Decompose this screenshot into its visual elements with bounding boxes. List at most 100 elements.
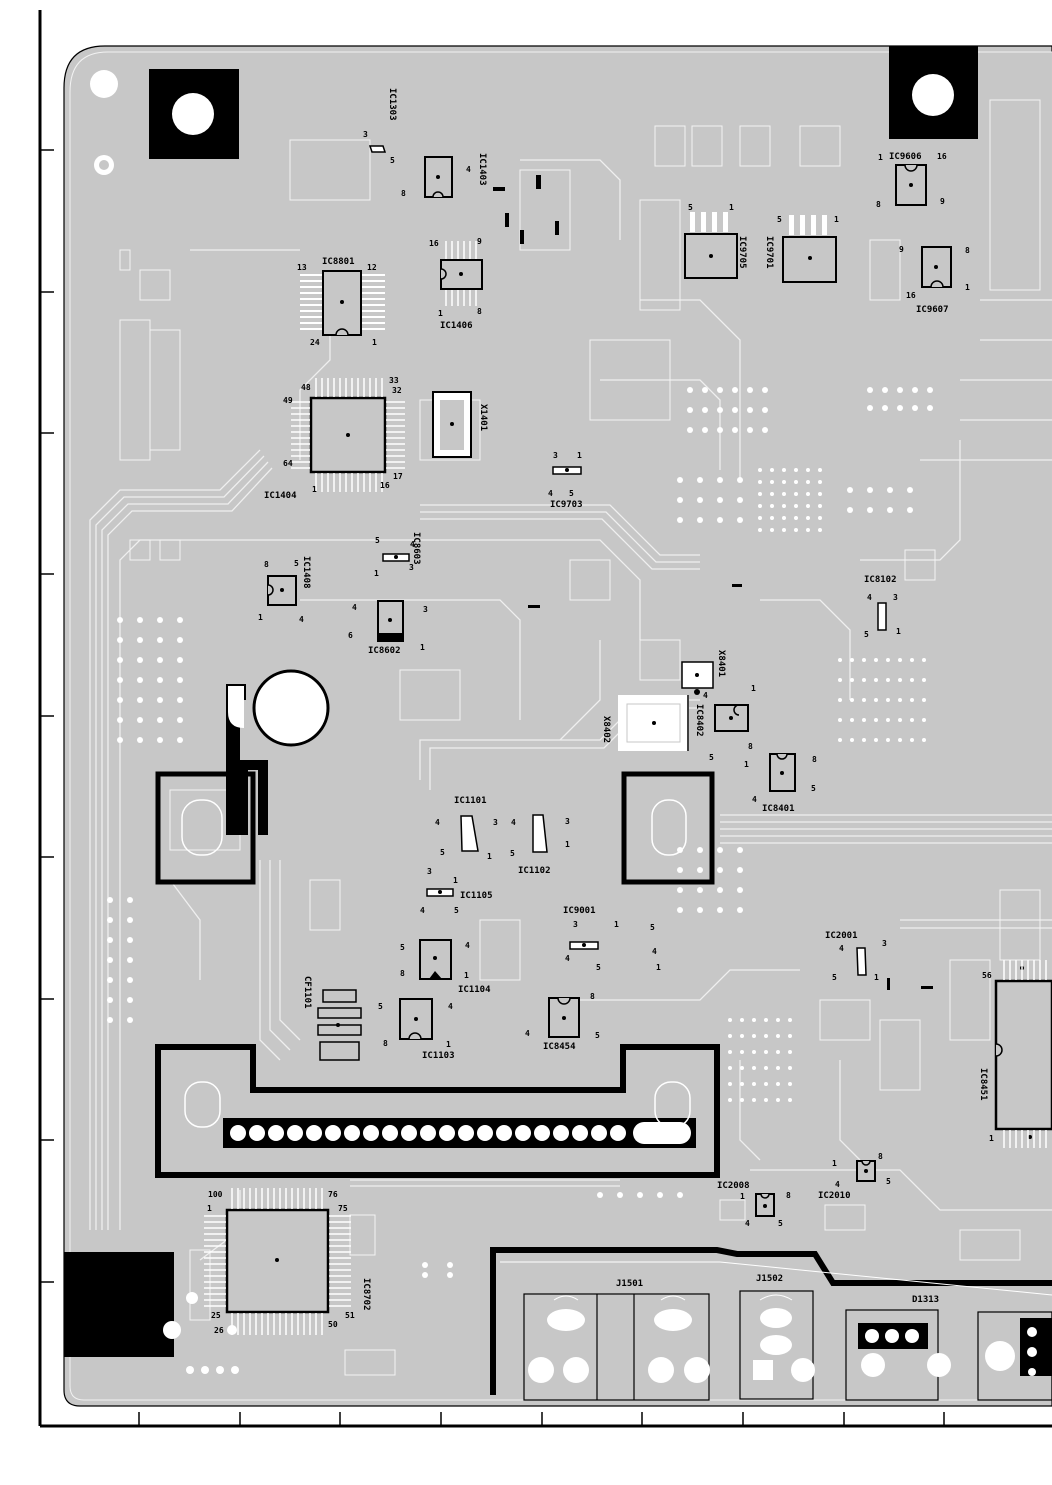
pin-number: 1 <box>740 1192 745 1201</box>
pin-number: 3 <box>553 451 558 460</box>
pin-number: 3 <box>409 563 414 572</box>
pin-number: 1 <box>751 684 756 693</box>
pin-number: 5 <box>832 973 837 982</box>
label-ic1303: IC1303 <box>387 88 397 121</box>
pin-number: 3 <box>893 593 898 602</box>
pin-number: 4 <box>867 593 872 602</box>
label-ic9701: IC9701 <box>764 236 774 269</box>
ic-ic9001 <box>569 941 599 950</box>
label-ic1101: IC1101 <box>454 796 487 806</box>
ic-ic2010 <box>856 1160 876 1182</box>
pin-number: 3 <box>363 130 368 139</box>
ic-ic1403 <box>424 156 453 198</box>
ic-ic1105 <box>426 888 454 897</box>
pin-number: 5 <box>375 536 380 545</box>
ic-ic1101 <box>460 815 479 852</box>
pin-number: 5 <box>510 849 515 858</box>
label-d1313: D1313 <box>912 1295 939 1305</box>
mounting-pads <box>64 46 978 1357</box>
pin-number: 24 <box>310 338 320 347</box>
pin-number: 8 <box>812 755 817 764</box>
jack-j1501 <box>523 1293 710 1401</box>
pin-number: 26 <box>214 1326 224 1335</box>
ic-ic1408 <box>267 575 297 606</box>
ic-ic8402 <box>714 704 749 732</box>
label-x8401: X8401 <box>716 650 726 677</box>
pin-number: 4 <box>435 818 440 827</box>
pin-number: 8 <box>878 1152 883 1161</box>
pin-number: 8 <box>477 307 482 316</box>
pin-number: 1 <box>656 963 661 972</box>
pin-number: 8 <box>876 200 881 209</box>
ic-ic1103 <box>399 998 433 1040</box>
ic-ic8602 <box>377 600 404 642</box>
pin-number: 5 <box>688 203 693 212</box>
pin-number: 1 <box>874 973 879 982</box>
pin-number: 8 <box>786 1191 791 1200</box>
label-ic8602: IC8602 <box>368 646 401 656</box>
label-ic1406: IC1406 <box>440 321 473 331</box>
pin-number: 1 <box>207 1204 212 1213</box>
pin-number: 4 <box>548 489 553 498</box>
ic-ic8454 <box>548 997 580 1038</box>
pin-number: 1 <box>577 451 582 460</box>
pin-number: 4 <box>745 1219 750 1228</box>
ic-ic8603 <box>382 553 410 562</box>
pin-number: 5 <box>378 1002 383 1011</box>
pin-number: 4 <box>420 906 425 915</box>
pin-number: 5 <box>596 963 601 972</box>
label-ic8702: IC8702 <box>361 1278 371 1311</box>
pin-number: 4 <box>835 1180 840 1189</box>
crystal-x8401 <box>681 661 714 695</box>
pin-number: 51 <box>345 1311 355 1320</box>
ic-ic8401 <box>769 753 796 792</box>
pin-number: 16 <box>380 481 390 490</box>
pin-number: 1 <box>374 569 379 578</box>
ic-ic9701 <box>782 215 837 283</box>
pin-number: 1 <box>446 1040 451 1049</box>
ic-ic9705 <box>684 212 738 279</box>
smd-footprints <box>119 99 1041 1376</box>
pin-number: 4 <box>752 795 757 804</box>
crystal-x8402 <box>618 695 689 751</box>
pin-number: 4 <box>565 954 570 963</box>
pin-number: 76 <box>328 1190 338 1199</box>
pin-number: 5 <box>569 489 574 498</box>
pin-number: 5 <box>454 906 459 915</box>
pin-number: 6 <box>348 631 353 640</box>
label-j1502: J1502 <box>756 1274 783 1284</box>
ic-ic2001 <box>856 947 867 976</box>
trace-network <box>89 159 1052 1261</box>
pin-number: 1 <box>372 338 377 347</box>
pin-number: 25 <box>211 1311 221 1320</box>
pin-number: 3 <box>493 818 498 827</box>
pin-number: 100 <box>208 1190 223 1199</box>
pin-number: 3 <box>565 817 570 826</box>
pin-number: 4 <box>703 691 708 700</box>
bracket-center <box>621 771 715 885</box>
label-x1401: X1401 <box>478 404 488 431</box>
pin-number: 4 <box>525 1029 530 1038</box>
bracket-left <box>155 669 330 885</box>
ic-ic8102 <box>877 602 887 631</box>
component-labels: IC1303 IC1403 IC1406 IC8801 IC1404 X1401… <box>264 88 988 1311</box>
pin-number: 5 <box>778 1219 783 1228</box>
pin-number: 1 <box>878 153 883 162</box>
pin-number: 4 <box>511 818 516 827</box>
pin-number: 13 <box>297 263 307 272</box>
ic-ic2008 <box>755 1193 775 1217</box>
pin-number: 5 <box>294 559 299 568</box>
label-x8402: X8402 <box>601 716 611 743</box>
pin-number: 1 <box>729 203 734 212</box>
label-ic8401: IC8401 <box>762 804 795 814</box>
pin-number: 4 <box>299 615 304 624</box>
pin-number: 17 <box>393 472 403 481</box>
filter-cf1101 <box>317 989 362 1061</box>
label-ic2010: IC2010 <box>818 1191 851 1201</box>
pin-number: 1 <box>614 920 619 929</box>
pin-labels: 3 5 4 8 16 9 1 8 13 12 24 1 49 48 33 32 … <box>207 130 994 1335</box>
label-ic8603: IC8603 <box>411 532 421 565</box>
small-black-parts <box>493 175 933 990</box>
